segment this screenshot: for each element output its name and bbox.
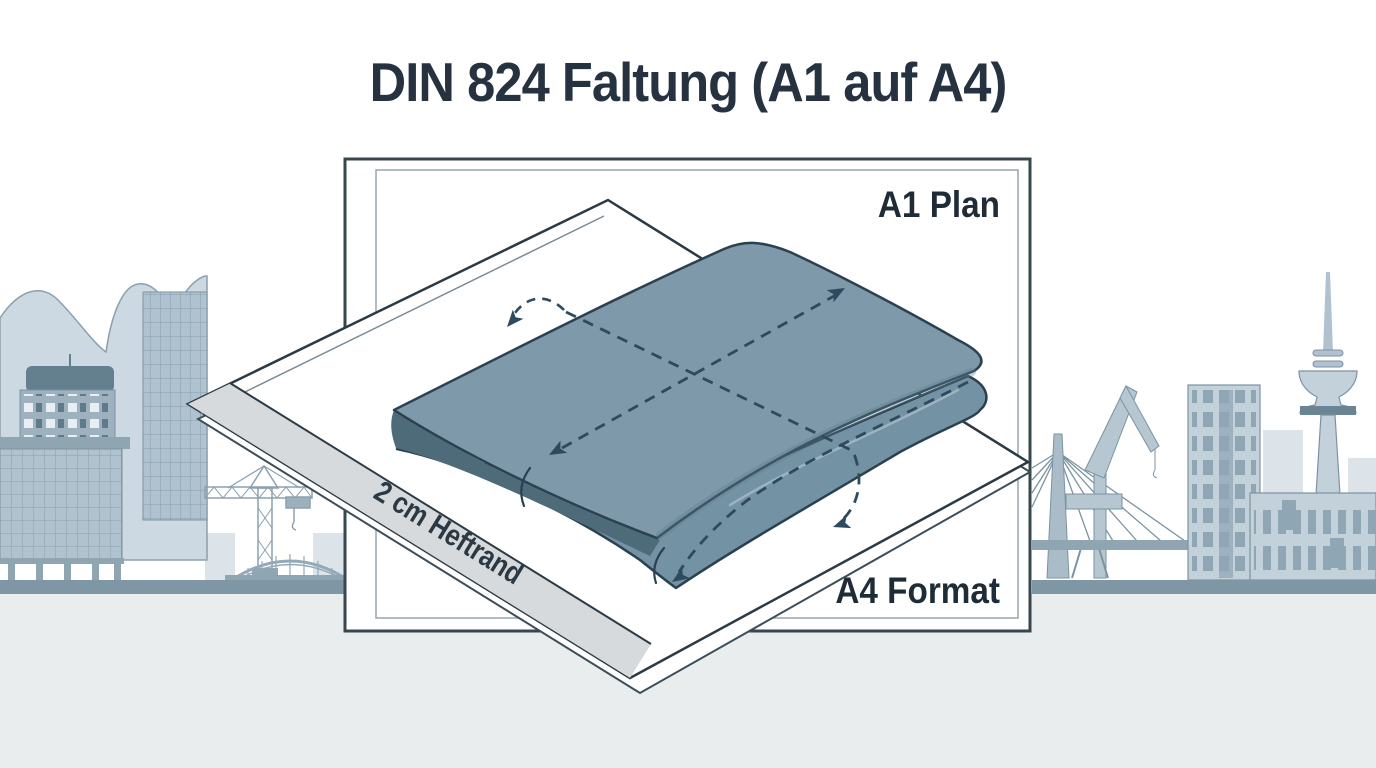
tv-tower-icon (1298, 272, 1358, 496)
binding-margin (188, 369, 652, 678)
arrowhead (826, 288, 845, 303)
arrowhead (549, 440, 568, 455)
harbor-crane-icon (1065, 384, 1160, 579)
grid-building-windows (0, 449, 122, 561)
tower-needle (1323, 272, 1333, 352)
bridge-deck (1032, 540, 1190, 550)
fold-arrows (507, 288, 969, 582)
arrowhead (507, 309, 524, 327)
building-windows (1254, 498, 1376, 574)
crane-arm (1119, 384, 1160, 453)
crane-boom (1084, 385, 1138, 479)
sheet-fold-edge-line (199, 215, 605, 415)
stilts (8, 561, 121, 581)
bridge-deck (225, 575, 345, 583)
pod-dark-band (1300, 406, 1356, 415)
elbphilharmonie (0, 275, 208, 581)
lower-sheet-highlight (728, 388, 960, 507)
heftrand-inner-edge (208, 369, 652, 645)
counterweight (285, 496, 311, 509)
tower-windows (1192, 390, 1256, 576)
crane-ties (227, 465, 301, 489)
fold-tick (653, 546, 666, 585)
base-slab (0, 558, 124, 564)
left-skyline (0, 275, 349, 594)
window-panel (1282, 500, 1296, 530)
mast-bracing (257, 507, 273, 561)
bridge-hangers (247, 554, 333, 577)
fold-line-diagonal (561, 294, 835, 450)
background-block (1348, 458, 1376, 494)
folded-plan (391, 241, 988, 590)
apartment-tower (1187, 384, 1261, 581)
mid-building-windows (24, 394, 112, 442)
crane-legs (1071, 544, 1109, 579)
background-block (1263, 430, 1303, 494)
arrowhead (833, 514, 852, 529)
a4-format-label: A4 Format (835, 570, 1000, 611)
arrowheads (507, 288, 852, 582)
crane-hook (1152, 449, 1158, 479)
a1-plan-label: A1 Plan (878, 184, 1000, 225)
folded-sheet-upper (392, 241, 983, 540)
arch-bridge-icon (225, 554, 349, 583)
quay-right (1032, 580, 1376, 594)
crane-hook (291, 508, 297, 531)
dark-rooftop (26, 366, 114, 392)
fold-curl-arrow (509, 297, 565, 320)
right-skyline (1031, 272, 1376, 594)
fold-gap-shadow (391, 410, 660, 556)
roof-slab (0, 437, 130, 449)
arrowhead (672, 566, 691, 582)
tower-shaft (1315, 414, 1341, 496)
tower-ring (1312, 360, 1344, 368)
tower-ring (1312, 349, 1344, 357)
crane-apex (248, 464, 280, 489)
page-title: DIN 824 Faltung (A1 auf A4) (369, 51, 1008, 113)
quay-left (0, 580, 345, 594)
window-panel (1330, 538, 1344, 568)
upper-sheet-shading (656, 368, 976, 539)
fold-tick (520, 466, 532, 508)
background-block (205, 533, 235, 580)
heftrand-strip (188, 370, 651, 678)
crane-cab (1065, 493, 1123, 510)
waterfront-building (1249, 492, 1376, 581)
